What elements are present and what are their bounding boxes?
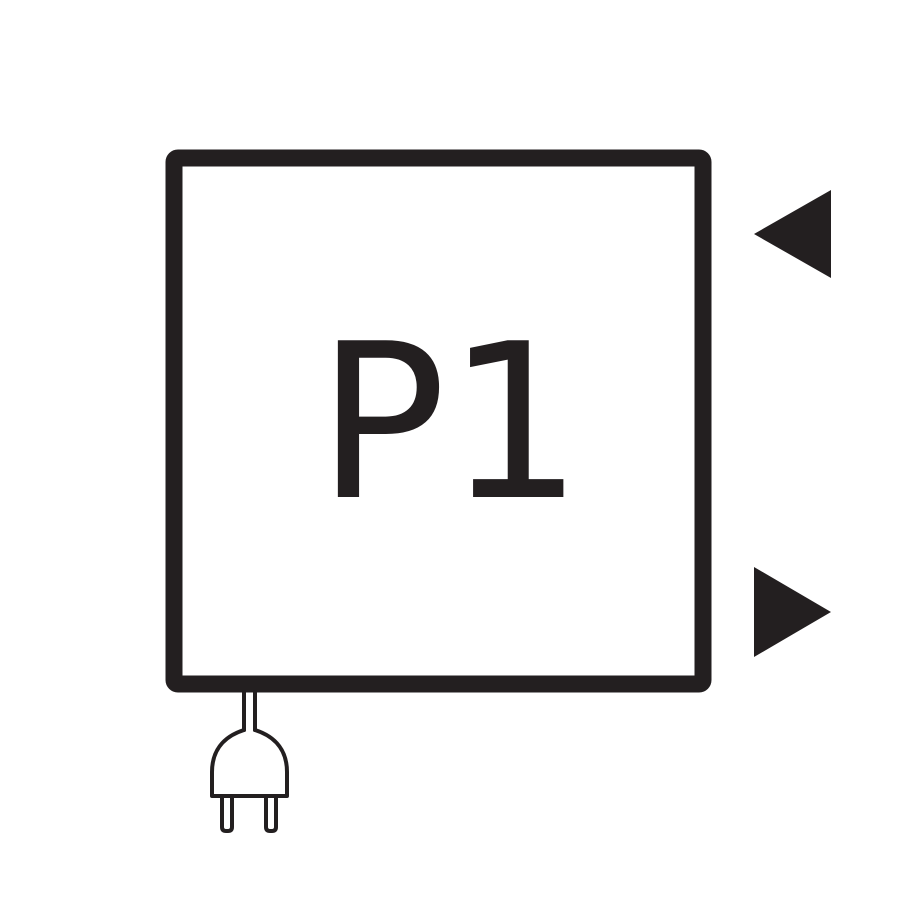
square-frame	[165, 149, 712, 693]
device-label: P1	[317, 297, 583, 548]
triangle-left-icon	[754, 190, 831, 278]
power-plug-icon	[210, 690, 289, 833]
triangle-right-icon	[754, 567, 831, 657]
